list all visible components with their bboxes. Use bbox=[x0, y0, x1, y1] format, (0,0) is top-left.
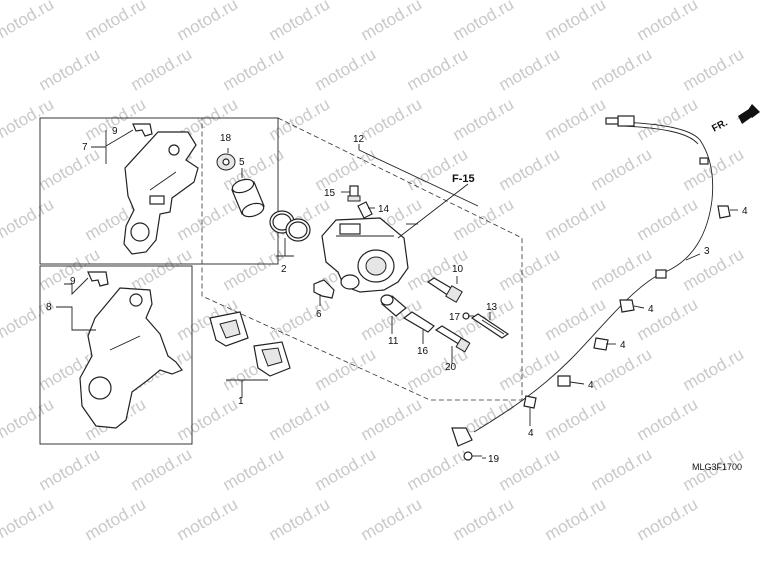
pin-sleeve bbox=[402, 311, 435, 333]
callout-4-clip2: 4 bbox=[648, 304, 654, 315]
caliper-bracket-upper bbox=[123, 131, 199, 255]
bracket-alt-frame bbox=[39, 265, 193, 445]
callout-19: 19 bbox=[488, 454, 500, 465]
caliper-pin-lower bbox=[434, 325, 471, 353]
callout-2: 2 bbox=[281, 264, 287, 275]
wire-clip-4 bbox=[557, 375, 571, 387]
wheel-speed-sensor-wire bbox=[451, 115, 714, 447]
front-direction-arrow-icon: FR. bbox=[710, 104, 760, 135]
callout-13: 13 bbox=[486, 302, 498, 313]
callout-17: 17 bbox=[449, 312, 461, 323]
caliper-bolt bbox=[470, 313, 510, 339]
callout-9-lower: 9 bbox=[70, 276, 76, 287]
bracket-group-frame bbox=[39, 117, 279, 265]
callout-16: 16 bbox=[417, 346, 429, 357]
callout-20: 20 bbox=[445, 362, 457, 373]
piston-seal-set bbox=[269, 210, 311, 242]
diagram-code: MLG3F1700 bbox=[692, 462, 742, 472]
callout-4-clip3: 4 bbox=[620, 340, 626, 351]
callout-4-clip5: 4 bbox=[528, 428, 534, 439]
wire-clip-1 bbox=[717, 205, 731, 219]
callout-3: 3 bbox=[704, 246, 710, 257]
callout-1: 1 bbox=[238, 396, 244, 407]
callout-7: 7 bbox=[82, 142, 88, 153]
leader-lines bbox=[56, 129, 738, 459]
caliper-pin-upper bbox=[426, 277, 463, 303]
callout-10: 10 bbox=[452, 264, 464, 275]
caliper-piston bbox=[231, 178, 265, 218]
bleeder-cap bbox=[216, 153, 236, 171]
caliper-group-frame bbox=[201, 117, 523, 401]
callout-18: 18 bbox=[220, 133, 232, 144]
callout-8: 8 bbox=[46, 302, 52, 313]
callout-4-clip4: 4 bbox=[588, 380, 594, 391]
callout-5: 5 bbox=[239, 157, 245, 168]
brake-pad-set bbox=[209, 311, 291, 377]
callout-9-upper: 9 bbox=[112, 126, 118, 137]
callout-14: 14 bbox=[378, 204, 390, 215]
front-direction-label: FR. bbox=[710, 117, 730, 134]
pad-spring-lower bbox=[87, 271, 109, 287]
callout-11: 11 bbox=[388, 336, 399, 347]
pad-retainer bbox=[313, 279, 335, 299]
wire-clip-3 bbox=[593, 337, 609, 351]
pad-spring-upper bbox=[132, 123, 153, 137]
sensor-bolt bbox=[463, 451, 482, 461]
caliper-bracket-lower bbox=[79, 287, 183, 429]
bleeder-fitting bbox=[357, 201, 373, 219]
wire-clip-5 bbox=[523, 395, 537, 409]
callout-6: 6 bbox=[316, 309, 322, 320]
bleeder-screw bbox=[347, 185, 361, 202]
caliper-body bbox=[321, 217, 409, 293]
callout-4-clip1: 4 bbox=[742, 206, 748, 217]
wire-clip-2 bbox=[619, 299, 635, 313]
pin-boot bbox=[380, 294, 407, 317]
figure-reference: F-15 bbox=[452, 173, 475, 185]
callout-12: 12 bbox=[353, 134, 365, 145]
callout-15: 15 bbox=[324, 188, 336, 199]
